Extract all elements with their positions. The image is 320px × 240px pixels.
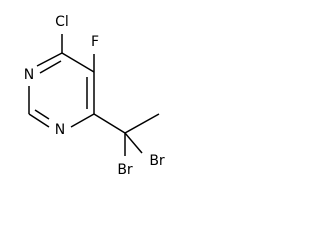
atom-nitrogen-upper-label: N xyxy=(24,67,34,83)
bond-n3-c4-inner xyxy=(39,60,62,74)
chemical-structure-diagram: Cl F N N Br Br xyxy=(24,14,165,178)
atom-nitrogen-lower-label: N xyxy=(55,122,65,138)
bond-cbr2-br-right xyxy=(124,132,143,154)
bond-cbr2-methyl xyxy=(124,113,160,134)
bond-c4-c5 xyxy=(61,52,95,73)
bond-c6-cbr2 xyxy=(93,113,126,134)
bond-n3-c4 xyxy=(36,52,63,67)
atom-chlorine-label: Cl xyxy=(55,14,69,30)
bond-n1-c2 xyxy=(28,113,50,128)
bond-n1-c2-inner xyxy=(34,109,50,120)
atom-fluorine-label: F xyxy=(91,34,99,50)
atom-bromine-lower-label: Br xyxy=(117,162,133,178)
atom-bromine-right-label: Br xyxy=(149,153,165,169)
bond-c6-n1 xyxy=(70,113,95,128)
